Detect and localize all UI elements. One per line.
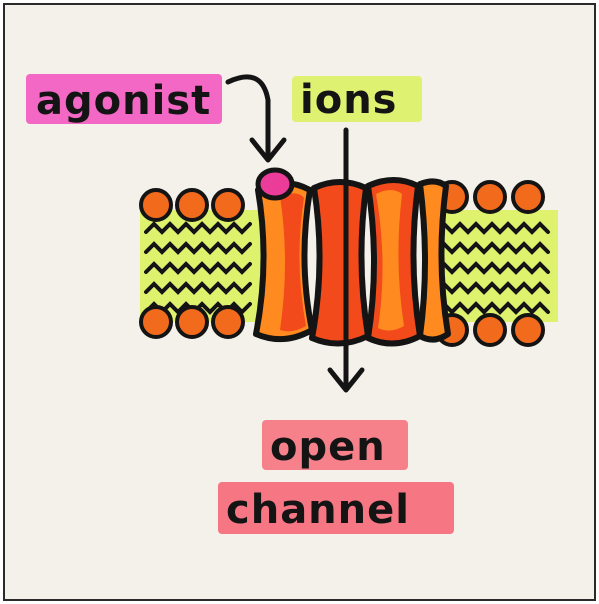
lipid-head bbox=[475, 182, 505, 212]
lipid-head bbox=[513, 182, 543, 212]
lipid-head bbox=[475, 315, 505, 345]
lipid-head bbox=[141, 307, 171, 337]
lipid-head bbox=[177, 307, 207, 337]
ions-label: ions bbox=[300, 77, 397, 123]
ion-channel-protein bbox=[256, 180, 448, 344]
lipid-head bbox=[213, 190, 243, 220]
open-label: open bbox=[270, 424, 386, 470]
lipid-head bbox=[213, 307, 243, 337]
channel-subunit-right bbox=[420, 181, 448, 339]
agonist-to-receptor-arrow bbox=[228, 77, 284, 160]
lipid-head bbox=[513, 315, 543, 345]
channel-label: channel bbox=[226, 487, 410, 533]
channel-subunit-center-left bbox=[312, 182, 368, 344]
lipid-head bbox=[141, 190, 171, 220]
lipid-head bbox=[177, 190, 207, 220]
agonist-ligand bbox=[258, 170, 292, 198]
agonist-label: agonist bbox=[36, 78, 211, 124]
